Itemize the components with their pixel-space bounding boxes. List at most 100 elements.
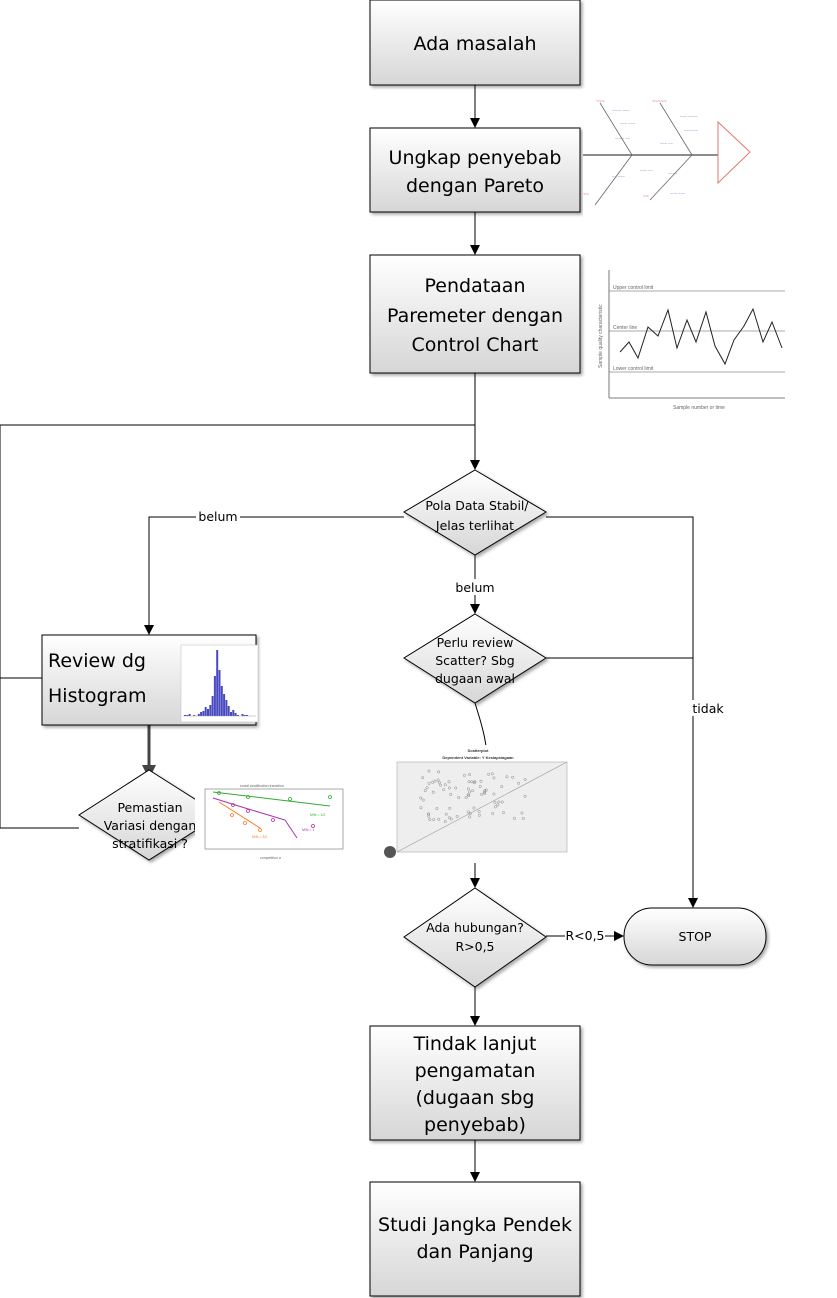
svg-text:~~~~ ~~~: ~~~~ ~~~ bbox=[612, 108, 630, 113]
svg-text:~~~ ~~: ~~~ ~~ bbox=[660, 141, 673, 146]
histogram-bar bbox=[211, 696, 214, 716]
scatter-point bbox=[448, 786, 451, 790]
node-control-chart[interactable]: Pendataan Paremeter dengan Control Chart bbox=[369, 254, 581, 374]
svg-text:Sample number or time: Sample number or time bbox=[673, 405, 725, 411]
svg-text:~~~~~~: ~~~~~~ bbox=[684, 128, 699, 133]
svg-text:STOP: STOP bbox=[679, 929, 712, 944]
node-follow-up[interactable]: Tindak lanjut pengamatan (dugaan sbg pen… bbox=[369, 1025, 581, 1141]
svg-text:Tindak lanjut: Tindak lanjut bbox=[413, 1033, 537, 1055]
svg-text:(dugaan sbg: (dugaan sbg bbox=[416, 1087, 535, 1109]
node-stop[interactable]: STOP bbox=[623, 907, 767, 966]
scatter-badge-icon bbox=[384, 846, 396, 858]
histogram-bar bbox=[207, 709, 209, 716]
scatter-point bbox=[478, 785, 482, 788]
svg-text:~~ ~~~: ~~ ~~~ bbox=[612, 174, 625, 179]
scatter-point bbox=[431, 790, 435, 794]
scatter-point bbox=[512, 816, 516, 820]
histogram-bar bbox=[246, 715, 249, 716]
node-pareto[interactable]: Ungkap penyebab dengan Pareto bbox=[369, 127, 581, 213]
scatter-point bbox=[482, 790, 486, 794]
svg-text:Pendataan: Pendataan bbox=[425, 275, 526, 297]
svg-text:Dependent Variable: Y Kesiapsi: Dependent Variable: Y Kesiapsiagaan bbox=[442, 755, 514, 760]
scatter-point bbox=[479, 779, 483, 783]
histogram-bar bbox=[202, 711, 205, 716]
scatter-point bbox=[436, 778, 440, 782]
scatter-point bbox=[497, 800, 501, 804]
scatter-point bbox=[490, 772, 494, 776]
scatter-point bbox=[477, 813, 481, 817]
histogram-bar bbox=[184, 715, 186, 716]
svg-text:dengan Pareto: dengan Pareto bbox=[406, 175, 544, 197]
scatter-point bbox=[449, 792, 453, 796]
svg-text:Ada masalah: Ada masalah bbox=[413, 33, 536, 55]
histogram-bar bbox=[186, 715, 189, 716]
scatter-point bbox=[517, 781, 521, 785]
svg-text:Jelas terlihat: Jelas terlihat bbox=[435, 518, 514, 533]
scatter-point bbox=[462, 774, 466, 777]
svg-text:Center line: Center line bbox=[613, 325, 637, 331]
scatter-point bbox=[491, 812, 495, 815]
scatter-point bbox=[500, 800, 504, 804]
scatter-point bbox=[471, 789, 475, 793]
scatter-point bbox=[464, 796, 468, 799]
scatter-point bbox=[435, 807, 439, 811]
histogram-bar bbox=[230, 712, 232, 716]
scatter-point bbox=[472, 781, 476, 785]
scatter-point bbox=[468, 773, 471, 776]
svg-text:competition α: competition α bbox=[260, 856, 281, 860]
histogram-bar bbox=[232, 710, 235, 716]
scatter-point bbox=[511, 775, 515, 779]
svg-text:~~~~ ~~: ~~~~ ~~ bbox=[615, 136, 631, 141]
scatter-point bbox=[477, 810, 481, 813]
scatter-point bbox=[423, 789, 427, 793]
svg-text:~~: ~~ bbox=[643, 194, 649, 200]
svg-text:stratifikasi ?: stratifikasi ? bbox=[112, 836, 188, 851]
scatter-point bbox=[492, 776, 496, 780]
svg-text:M/N = 1/2: M/N = 1/2 bbox=[310, 813, 325, 817]
scatter-point bbox=[483, 789, 487, 792]
label-belum-down: belum bbox=[455, 580, 494, 595]
histogram-image bbox=[180, 644, 259, 723]
svg-text:Upper control limit: Upper control limit bbox=[613, 285, 654, 291]
scatter-point bbox=[500, 785, 504, 789]
svg-text:pengamatan: pengamatan bbox=[415, 1060, 536, 1082]
scatter-point bbox=[421, 798, 425, 802]
stratification-image: social stratification transition M/N = 1… bbox=[195, 780, 345, 862]
svg-text:~~~ ~~: ~~~ ~~ bbox=[640, 168, 653, 173]
histogram-bar bbox=[193, 715, 196, 716]
decision-relation[interactable]: Ada hubungan? R>0,5 bbox=[403, 887, 547, 988]
node-start[interactable]: Ada masalah bbox=[369, 0, 581, 86]
histogram-bar bbox=[227, 706, 230, 716]
svg-text:Studi Jangka Pendek: Studi Jangka Pendek bbox=[378, 1214, 572, 1236]
scatter-point bbox=[447, 780, 451, 784]
scatter-point bbox=[421, 776, 425, 780]
scatter-point bbox=[466, 793, 470, 797]
decision-scatter[interactable]: Perlu review Scatter? Sbg dugaan awal bbox=[403, 613, 547, 704]
svg-text:Ungkap penyebab: Ungkap penyebab bbox=[389, 147, 562, 169]
svg-text:~~~ ~~~~: ~~~ ~~~~ bbox=[680, 114, 698, 119]
scatter-point bbox=[468, 790, 472, 794]
svg-text:Pemastian: Pemastian bbox=[117, 800, 182, 815]
histogram-bar bbox=[236, 715, 239, 716]
edge-belum-histogram bbox=[144, 516, 404, 635]
scatter-point bbox=[443, 783, 447, 787]
scatter-point bbox=[468, 812, 472, 816]
edge-stable-stop bbox=[546, 516, 698, 908]
scatter-point bbox=[521, 817, 525, 820]
histogram-bar bbox=[188, 714, 191, 716]
connectors bbox=[0, 85, 698, 1182]
histogram-bar bbox=[218, 670, 221, 716]
scatter-point bbox=[467, 780, 471, 784]
svg-text:Lower control limit: Lower control limit bbox=[613, 366, 654, 372]
decision-stable[interactable]: Pola Data Stabil/ Jelas terlihat bbox=[403, 469, 547, 556]
scatter-point bbox=[484, 788, 488, 792]
scatter-point bbox=[437, 817, 441, 821]
scatter-point bbox=[439, 783, 442, 787]
scatter-point bbox=[443, 820, 447, 823]
scatter-point bbox=[523, 778, 527, 781]
node-study[interactable]: Studi Jangka Pendek dan Panjang bbox=[369, 1181, 581, 1297]
label-r-less: R<0,5 bbox=[565, 928, 604, 943]
svg-text:M/N = 3/2: M/N = 3/2 bbox=[252, 835, 267, 839]
scatter-point bbox=[480, 792, 484, 796]
histogram-bar bbox=[234, 713, 237, 716]
